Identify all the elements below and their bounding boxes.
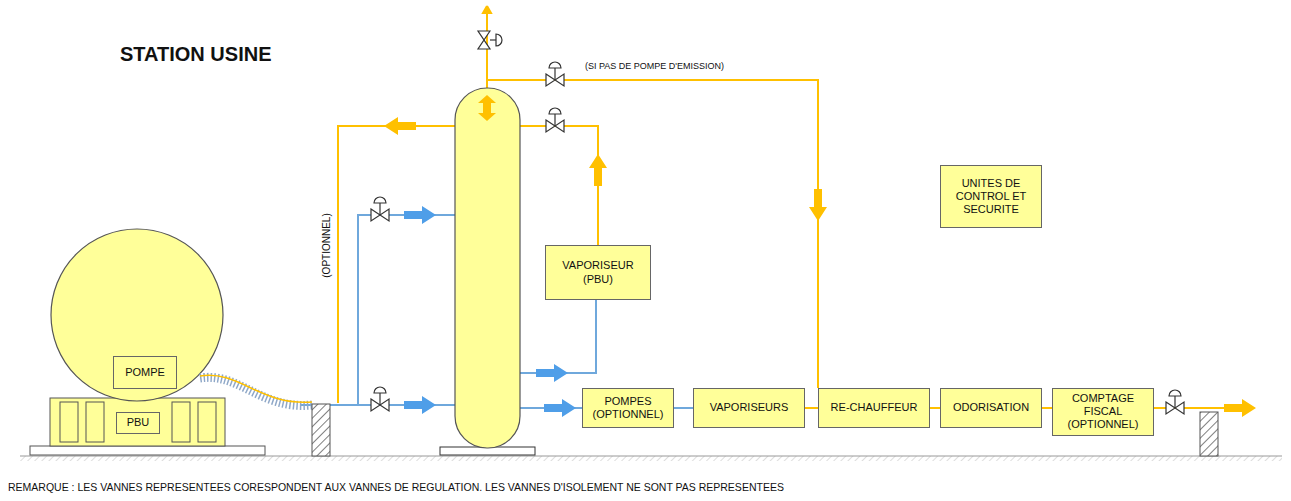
box-text-group: COMPTAGE FISCAL (OPTIONNEL) xyxy=(1058,392,1148,432)
process-box: COMPTAGE FISCAL (OPTIONNEL) xyxy=(1052,388,1154,436)
process-box: PBU xyxy=(116,412,160,434)
box-label: RE-CHAUFFEUR xyxy=(831,401,918,414)
control-valves xyxy=(371,31,1184,414)
box-text-group: ODORISATION xyxy=(953,401,1029,414)
process-box: POMPE xyxy=(113,356,177,389)
box-label: PBU xyxy=(127,416,150,429)
box-text-group: VAPORISEUR (PBU) xyxy=(551,259,645,285)
pipe-anchor xyxy=(1200,412,1218,456)
process-box: ODORISATION xyxy=(940,388,1042,428)
lng-truck xyxy=(30,229,265,455)
flow-arrow xyxy=(478,95,496,121)
flow-arrow xyxy=(809,189,827,221)
box-text-group: PBU xyxy=(127,416,150,429)
pipe-connector xyxy=(1042,407,1052,409)
process-box: UNITES DE CONTROL ET SECURITE xyxy=(940,165,1042,228)
pipe-anchor xyxy=(312,404,330,456)
flow-arrow xyxy=(544,399,576,417)
flow-arrow xyxy=(384,117,416,135)
ground-hatch xyxy=(20,456,1282,461)
flow-arrow xyxy=(404,206,436,224)
box-text-group: RE-CHAUFFEUR xyxy=(831,401,918,414)
process-box: POMPES (OPTIONNEL) xyxy=(582,388,674,428)
flow-arrow xyxy=(536,364,568,382)
flow-arrow xyxy=(589,154,607,186)
box-text-group: POMPES (OPTIONNEL) xyxy=(588,395,668,421)
box-label: UNITES DE CONTROL ET SECURITE xyxy=(946,177,1036,217)
box-label: COMPTAGE FISCAL (OPTIONNEL) xyxy=(1058,392,1148,432)
liquid-pipes xyxy=(300,215,596,408)
box-text-group: VAPORISEURS xyxy=(710,401,789,414)
pipe-connector xyxy=(930,407,940,409)
storage-tank xyxy=(440,88,535,455)
flow-arrow xyxy=(404,396,436,414)
pipe-connector xyxy=(674,407,693,409)
box-label: POMPE xyxy=(125,366,165,379)
transfer-hose xyxy=(200,375,312,405)
process-box: VAPORISEURS xyxy=(693,388,805,428)
box-text-group: POMPE xyxy=(125,366,165,379)
box-label: POMPES (OPTIONNEL) xyxy=(588,395,668,421)
process-box: VAPORISEUR (PBU) xyxy=(545,245,651,300)
ground-line xyxy=(20,456,1282,457)
process-box: RE-CHAUFFEUR xyxy=(818,388,930,428)
flow-arrow xyxy=(1224,399,1256,417)
box-text-group: UNITES DE CONTROL ET SECURITE xyxy=(946,177,1036,217)
remark-note: REMARQUE : LES VANNES REPRESENTEES CORES… xyxy=(8,481,784,493)
box-label: VAPORISEURS xyxy=(710,401,789,414)
box-label: VAPORISEUR (PBU) xyxy=(551,259,645,285)
title: STATION USINE xyxy=(120,43,271,66)
box-label: ODORISATION xyxy=(953,401,1029,414)
line-note: (OPTIONNEL) xyxy=(320,213,331,277)
line-note: (SI PAS DE POMPE D'EMISSION) xyxy=(585,61,724,71)
pipe-connector xyxy=(805,407,818,409)
